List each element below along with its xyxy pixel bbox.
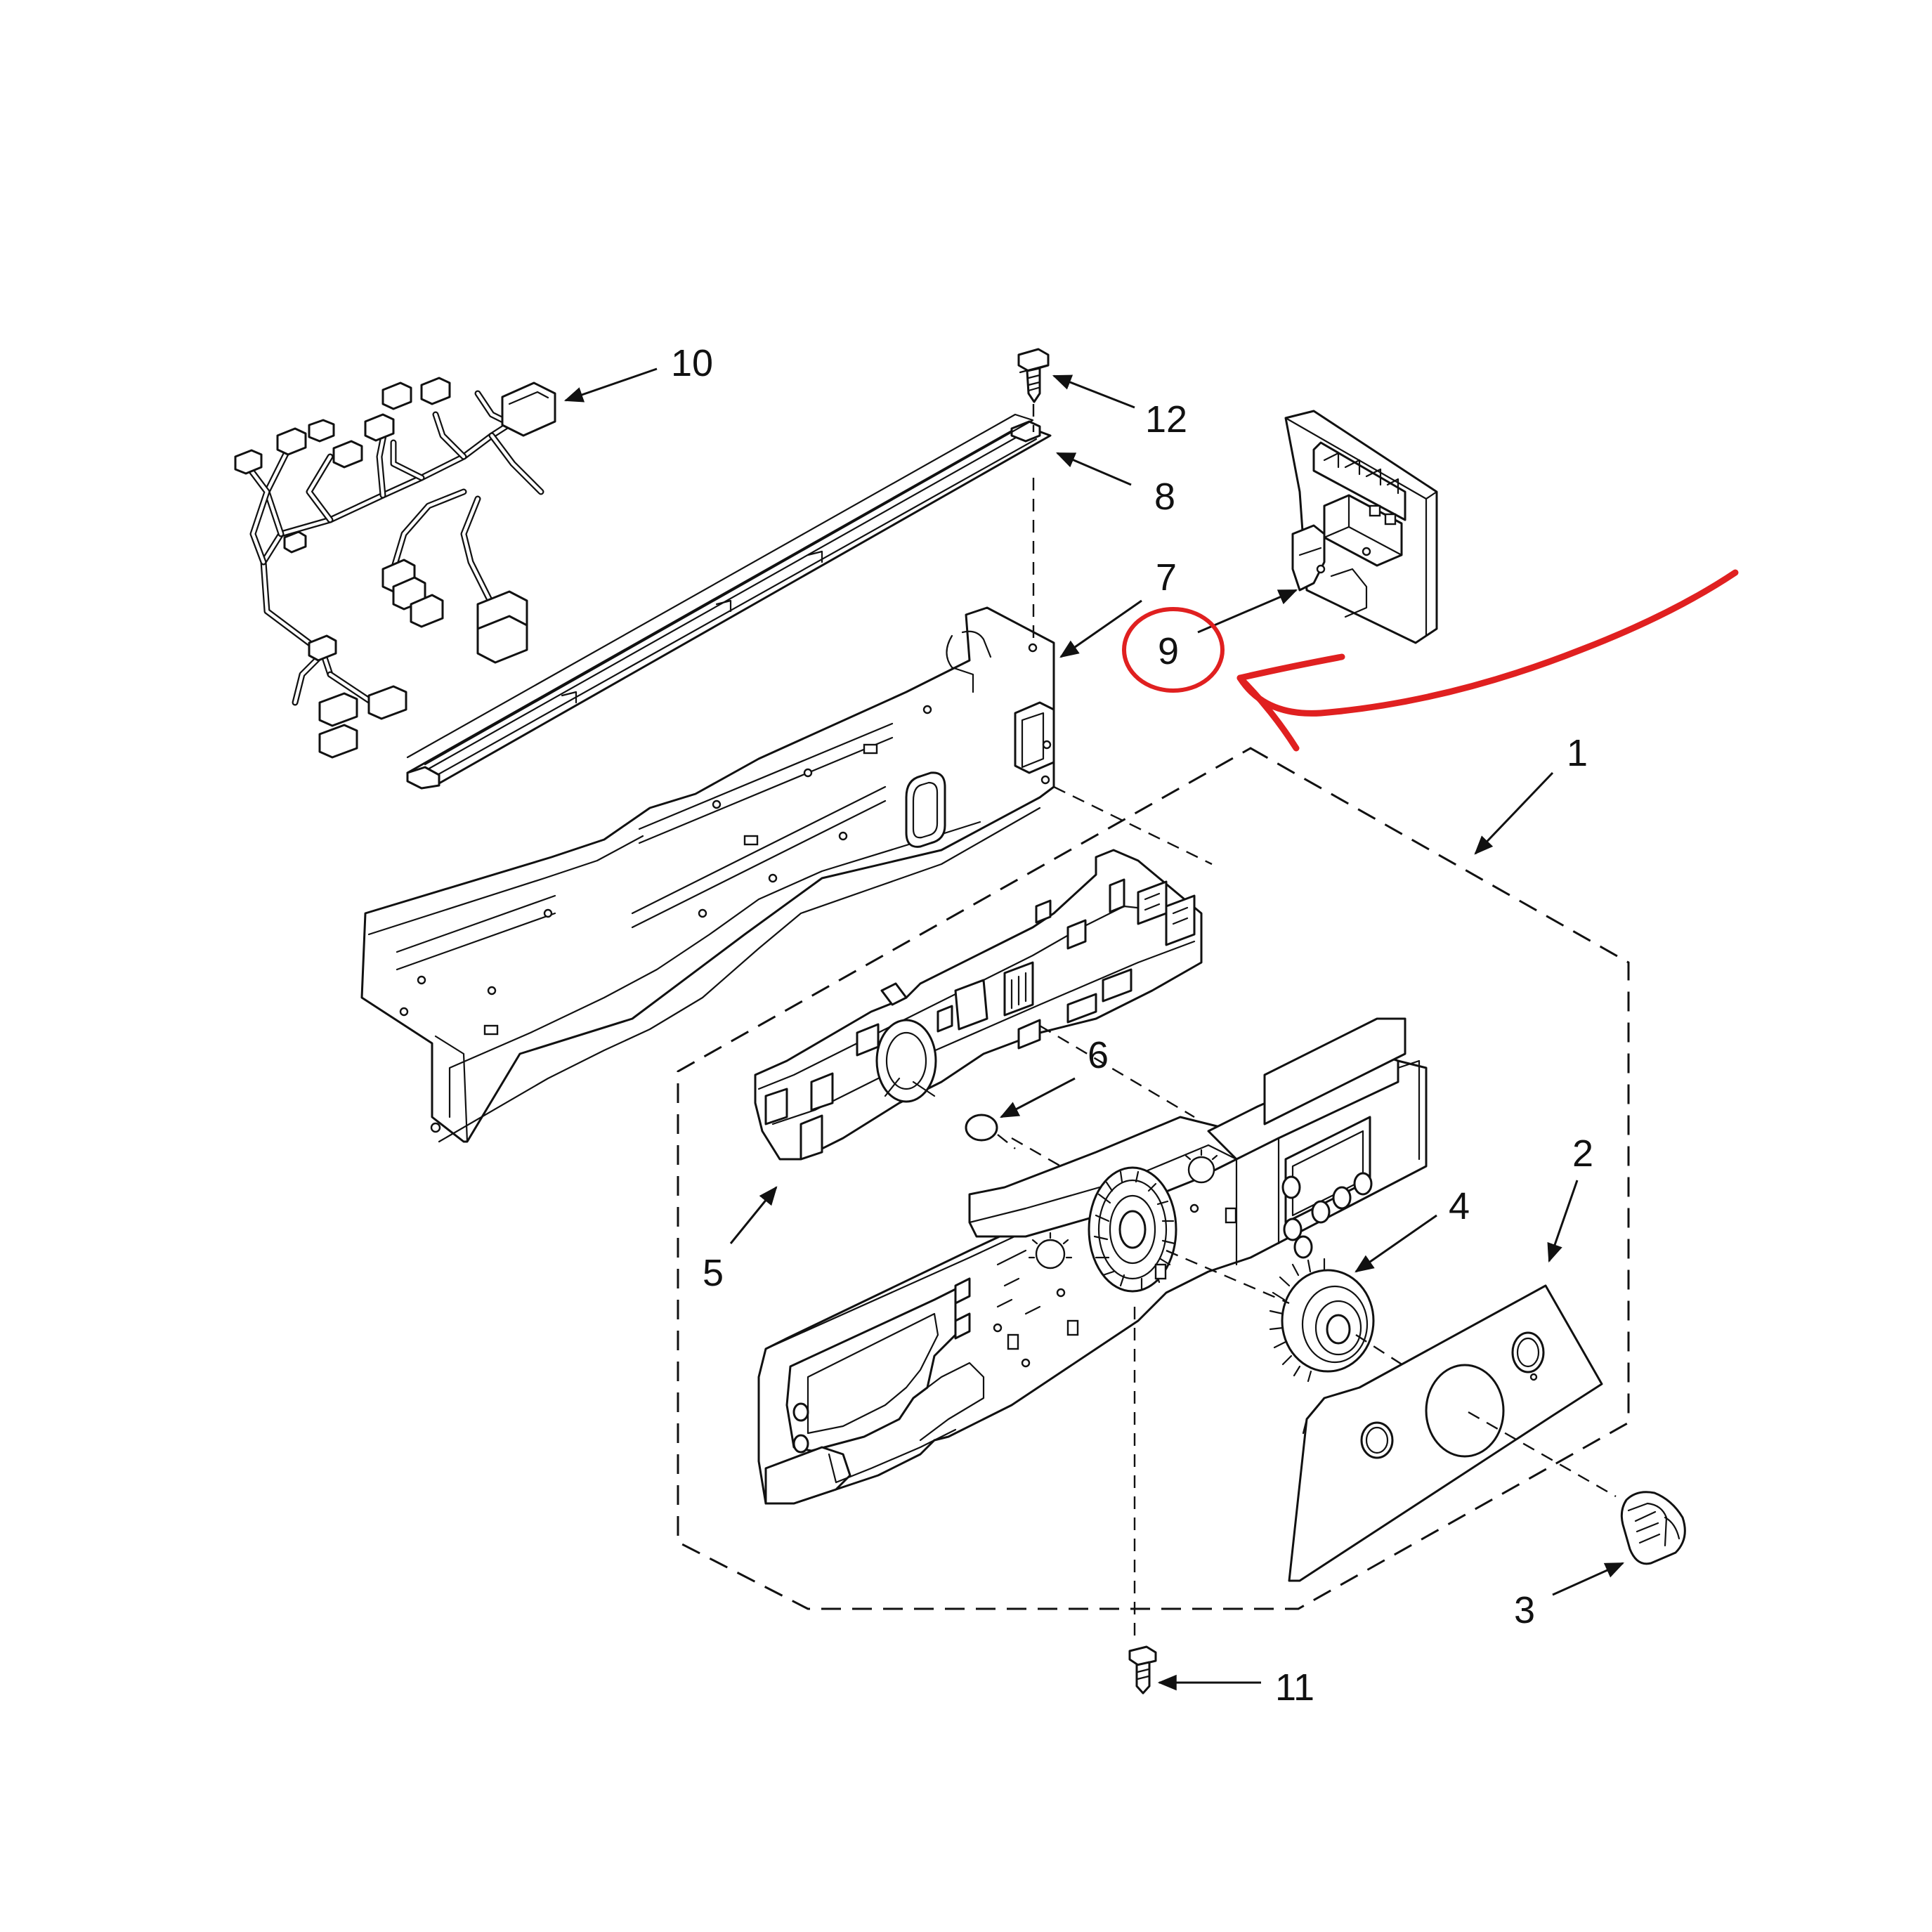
- console-panel-part: [757, 1017, 1428, 1505]
- screw-12-part: [1017, 348, 1050, 403]
- axis-panel-top: [1011, 1137, 1062, 1168]
- callout-5: 5: [703, 1252, 724, 1294]
- callout-3: 3: [1514, 1589, 1535, 1631]
- highlight-arrow-head: [1236, 653, 1345, 752]
- callout-9: 9: [1158, 630, 1179, 672]
- leader-4: [1355, 1214, 1437, 1273]
- axis-knob-insert: [1166, 1249, 1290, 1305]
- highlight-arrow: [1236, 569, 1739, 717]
- console-bracket-part: [360, 606, 1055, 1143]
- strip-part: [406, 420, 1052, 790]
- control-board-part: [754, 849, 1203, 1161]
- wire-harness-part: [234, 377, 556, 759]
- control-module-part: [1284, 410, 1438, 644]
- leader-6: [1000, 1077, 1076, 1118]
- axis-console-to-panel: [1053, 785, 1213, 866]
- axis-board-to-panel: [1039, 1024, 1195, 1118]
- callout-8: 8: [1154, 476, 1175, 518]
- leader-8: [1055, 452, 1132, 486]
- leader-12: [1052, 374, 1135, 409]
- leader-10: [563, 367, 658, 403]
- rail-part: [406, 413, 1034, 766]
- o-ring-part: [965, 1114, 998, 1142]
- fascia-panel-part: [1288, 1284, 1603, 1582]
- callout-10: 10: [671, 342, 713, 384]
- callout-4: 4: [1449, 1185, 1470, 1227]
- knob-part: [1620, 1491, 1686, 1565]
- leader-2: [1547, 1180, 1579, 1263]
- knob-insert-part: [1269, 1258, 1375, 1383]
- axis-knob-fascia: [1355, 1333, 1406, 1368]
- callout-11: 11: [1275, 1666, 1314, 1709]
- screw-11-part: [1128, 1645, 1157, 1695]
- callout-2: 2: [1572, 1133, 1593, 1175]
- highlight-circle: [1122, 607, 1225, 693]
- axis-knob: [1468, 1411, 1617, 1498]
- callout-1: 1: [1567, 732, 1588, 774]
- assembly-1-boundary: [677, 747, 1630, 1610]
- axis-ring: [997, 1134, 1016, 1149]
- callout-6: 6: [1088, 1034, 1109, 1076]
- callout-7: 7: [1156, 556, 1177, 599]
- callout-12: 12: [1145, 398, 1187, 440]
- leader-5: [729, 1186, 778, 1244]
- leader-3: [1552, 1562, 1625, 1596]
- leader-7: [1059, 599, 1142, 658]
- leader-1: [1474, 771, 1554, 855]
